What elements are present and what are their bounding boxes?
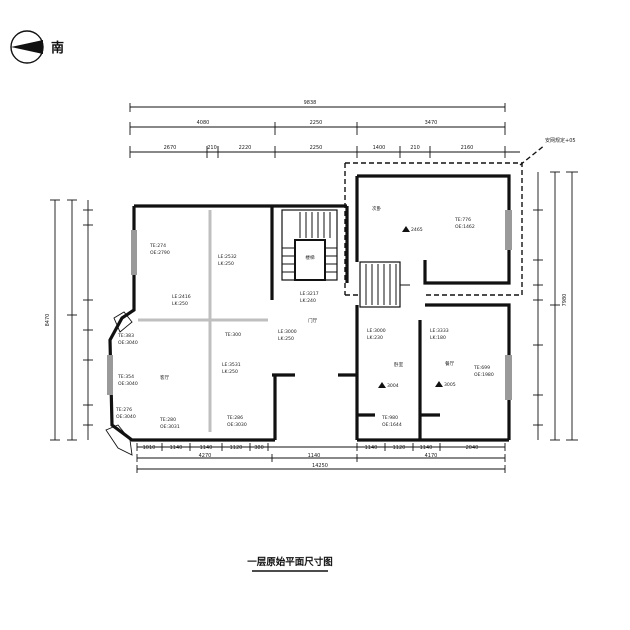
- reading-r11-a: TE:354: [117, 374, 134, 380]
- room-right-label: 卧室: [394, 361, 404, 368]
- reading-r17-b: OE:1644: [382, 422, 402, 428]
- bottom2-seg-5: 380: [254, 445, 264, 451]
- overall-bottom-dim: 14250: [312, 463, 328, 469]
- reading-r6-b: OE:1462: [455, 224, 475, 230]
- top2-seg-1: 2670: [164, 145, 177, 151]
- reading-r10-a: TE:383: [117, 333, 134, 339]
- bottom2-seg-9: 2040: [466, 445, 479, 451]
- bottom2-seg-1: 1010: [143, 445, 156, 451]
- reading-r9-a: LE:3333: [430, 328, 449, 334]
- level-triangle-icon: [402, 226, 410, 232]
- bottom-dimension-chain: 1010 1140 1140 1120 380 1140 1120 1140 2…: [136, 443, 506, 473]
- reading-r17-a: TE:980: [381, 415, 398, 421]
- reading-r7-a: LE:3000: [278, 329, 297, 335]
- bottom-seg-2: 1140: [308, 453, 321, 459]
- dashed-extension-outline: [344, 162, 523, 296]
- windows: [107, 210, 512, 400]
- room-hall-label: 门厅: [308, 317, 318, 324]
- left-dimension-chain: 8470: [45, 199, 93, 441]
- reading-r3-b: LK:250: [172, 301, 188, 307]
- bottom-seg-1: 4270: [199, 453, 212, 459]
- top-seg-2: 2250: [310, 120, 323, 126]
- reading-r10-b: OE:3040: [118, 340, 138, 346]
- reading-r5-a: LE:3217: [300, 291, 319, 297]
- stair-label: 楼梯: [305, 254, 315, 261]
- level-marks: 2465 3004 3005: [378, 226, 456, 389]
- reading-r1-a: TE:274: [149, 243, 166, 249]
- bottom2-seg-8: 1140: [420, 445, 433, 451]
- bay-window-left: [105, 311, 133, 456]
- top2-seg-3: 2220: [239, 145, 252, 151]
- reading-r13-b: OE:1980: [474, 372, 494, 378]
- bottom-seg-3: 4170: [425, 453, 438, 459]
- right-dimension-chain: 7980: [533, 171, 578, 441]
- overall-top-dim: 9838: [304, 100, 317, 106]
- beam-grid: [138, 210, 268, 432]
- top2-seg-7: 2160: [461, 145, 474, 151]
- level-mark-2: 3004: [387, 383, 399, 389]
- reading-r12-b: LK:250: [222, 369, 238, 375]
- reading-r8-a: LE:3000: [367, 328, 386, 334]
- top2-seg-5: 1400: [373, 145, 386, 151]
- room-readings: TE:274 OE:2790 LE:2532 LK:250 LE:2416 LK…: [115, 217, 494, 430]
- top-seg-3: 3470: [425, 120, 438, 126]
- compass-direction-label: 南: [51, 40, 64, 56]
- level-triangle-icon: [435, 381, 443, 387]
- room-living-label: 客厅: [160, 374, 170, 381]
- reading-r5-b: LK:240: [300, 298, 316, 304]
- drawing-title: 一层原始平面尺寸图: [247, 556, 333, 568]
- reading-r15-a: TE:280: [159, 417, 176, 423]
- top2-seg-4: 2250: [310, 145, 323, 151]
- top2-seg-6: 210: [410, 145, 420, 151]
- reading-r13-a: TE:699: [473, 365, 490, 371]
- drawing-title-block: 一层原始平面尺寸图: [247, 556, 333, 572]
- reading-r2-b: LK:250: [218, 261, 234, 267]
- reading-r1-b: OE:2790: [150, 250, 170, 256]
- reading-r6-a: TE:776: [454, 217, 471, 223]
- right-total-dim: 7980: [562, 294, 568, 307]
- bottom2-seg-4: 1120: [230, 445, 243, 451]
- reading-r11-b: OE:3040: [118, 381, 138, 387]
- room-upper-right-label: 次卧: [372, 205, 382, 212]
- bottom2-seg-2: 1140: [170, 445, 183, 451]
- bottom2-seg-7: 1120: [393, 445, 406, 451]
- reading-r3-a: LE:2416: [172, 294, 191, 300]
- callout: 安网规定+05: [519, 137, 576, 166]
- room-names: 客厅 门厅 卧室 次卧 餐厅: [160, 205, 455, 381]
- reading-r4-a: TE:300: [224, 332, 241, 338]
- bottom2-seg-6: 1140: [365, 445, 378, 451]
- level-mark-1: 2465: [411, 227, 423, 233]
- reading-r7-b: LK:250: [278, 336, 294, 342]
- reading-r8-b: LK:230: [367, 335, 383, 341]
- staircase-lower: [359, 261, 410, 308]
- callout-text: 安网规定+05: [545, 137, 576, 144]
- level-mark-3: 3005: [444, 382, 456, 388]
- room-dining-label: 餐厅: [445, 360, 455, 367]
- left-total-dim: 8470: [45, 314, 51, 327]
- top-dimension-chain: 9838 4080 2250 3470 2670 210 2220 2250 1…: [129, 100, 520, 158]
- reading-r9-b: LK:180: [430, 335, 446, 341]
- staircase: 楼梯: [281, 209, 338, 281]
- top2-seg-2: 210: [207, 145, 217, 151]
- top-seg-1: 4080: [197, 120, 210, 126]
- reading-r14-b: OE:3040: [116, 414, 136, 420]
- reading-r2-a: LE:2532: [218, 254, 237, 260]
- reading-r14-a: TE:276: [115, 407, 132, 413]
- reading-r16-b: OE:3030: [227, 422, 247, 428]
- bottom2-seg-3: 1140: [200, 445, 213, 451]
- reading-r12-a: LE:3531: [222, 362, 241, 368]
- reading-r15-b: OE:3031: [160, 424, 180, 430]
- compass-arrow-icon: [10, 30, 44, 64]
- exterior-walls: [108, 174, 511, 442]
- reading-r16-a: TE:286: [226, 415, 243, 421]
- level-triangle-icon: [378, 382, 386, 388]
